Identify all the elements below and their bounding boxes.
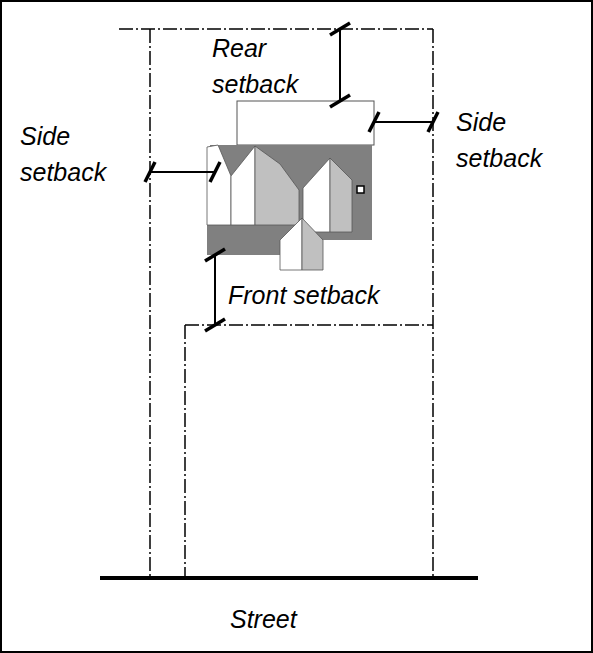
setback-label: Side setback <box>20 118 138 190</box>
lot-lines <box>119 29 433 578</box>
setback-label: Front setback <box>228 277 379 313</box>
house-symbol <box>207 101 374 270</box>
dimension-ticks <box>145 23 438 331</box>
setback-label: Rear setback <box>212 30 330 102</box>
street-line <box>100 576 478 580</box>
street-label: Street <box>230 601 297 637</box>
setback-label: Side setback <box>456 104 574 176</box>
dimension-lines <box>150 29 433 325</box>
